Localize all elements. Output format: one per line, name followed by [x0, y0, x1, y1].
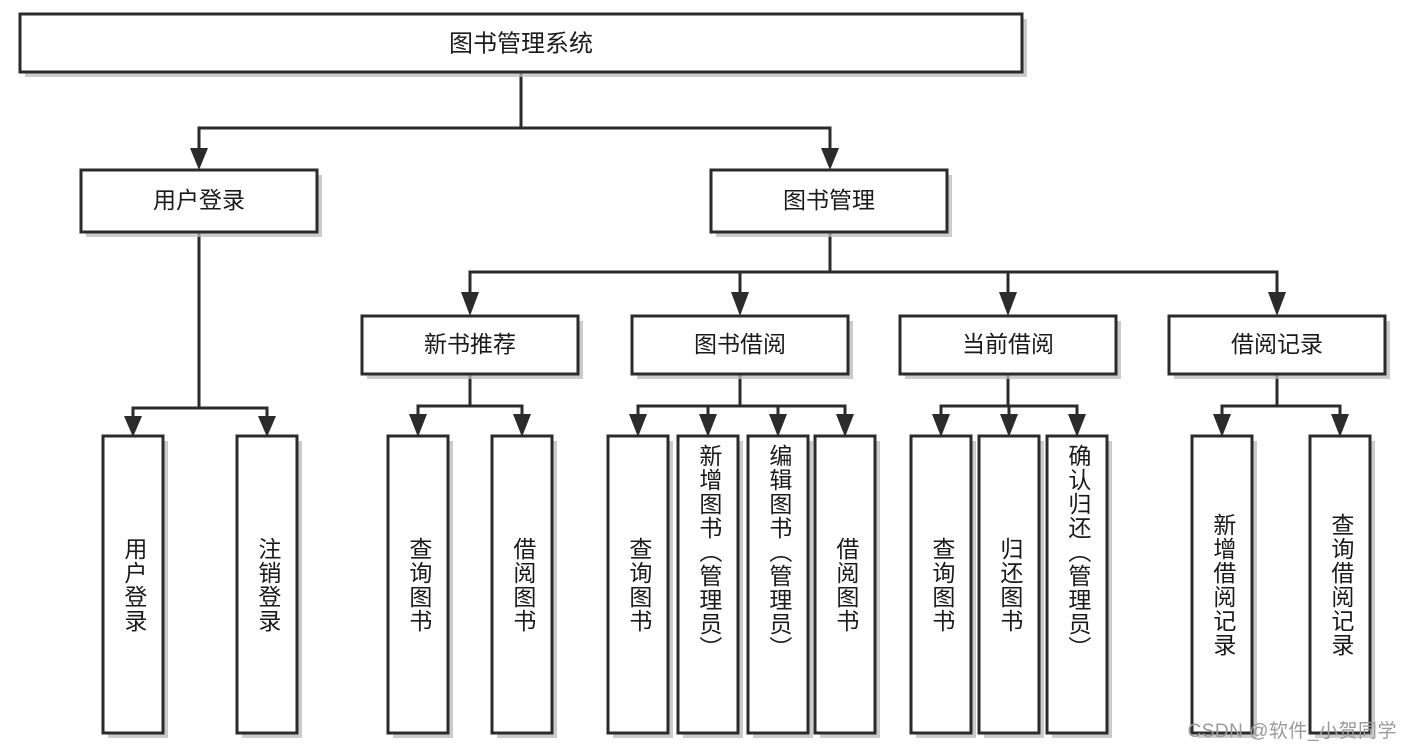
leaf-1-box[interactable] — [101, 434, 165, 735]
arrowhead-borrow — [731, 292, 749, 316]
leaf-10-box[interactable] — [977, 434, 1041, 735]
new-book-recommend-label: 新书推荐 — [424, 331, 516, 357]
new-book-recommend-box[interactable] — [360, 314, 580, 376]
arrowhead-leaf-10 — [1000, 414, 1018, 437]
arrowhead-leaf-7 — [769, 414, 787, 437]
arrowhead-newbook — [461, 292, 479, 316]
leaf-3-box[interactable] — [386, 434, 450, 735]
leaf-13-box[interactable] — [1308, 434, 1372, 735]
book-borrow-label: 图书借阅 — [694, 331, 786, 357]
node-book-borrow[interactable]: 图书借阅 — [630, 314, 853, 379]
user-login-label: 用户登录 — [153, 187, 245, 213]
leaf-11-box[interactable] — [1045, 434, 1109, 735]
leaf-9-box[interactable] — [909, 434, 973, 735]
arrowhead-leaf-13 — [1331, 414, 1349, 437]
current-borrow-box[interactable] — [898, 314, 1118, 376]
arrowhead-leaf-6 — [699, 414, 717, 437]
node-new-book-recommend[interactable]: 新书推荐 — [360, 314, 583, 379]
book-management-label: 图书管理 — [783, 187, 875, 213]
borrow-record-label: 借阅记录 — [1231, 331, 1323, 357]
root-label: 图书管理系统 — [449, 30, 593, 57]
node-root[interactable]: 图书管理系统 — [18, 12, 1027, 77]
leaf-8-box[interactable] — [813, 434, 877, 735]
leaf-4-box[interactable] — [490, 434, 554, 735]
arrowhead-leaf-8 — [836, 414, 854, 437]
node-current-borrow[interactable]: 当前借阅 — [898, 314, 1121, 379]
leaf-7-box[interactable] — [746, 434, 810, 735]
current-borrow-label: 当前借阅 — [962, 331, 1054, 357]
arrowhead-layer — [124, 148, 1349, 437]
leaf-12-box[interactable] — [1190, 434, 1254, 735]
arrowhead-leaf-11 — [1068, 414, 1086, 437]
leaf-6-box[interactable] — [676, 434, 740, 735]
leaf-2-box[interactable] — [235, 434, 299, 735]
book-borrow-box[interactable] — [630, 314, 850, 376]
leaf-box-layer — [101, 434, 1375, 738]
arrowhead-current — [999, 292, 1017, 316]
node-book-management[interactable]: 图书管理 — [709, 168, 952, 237]
book-management-box[interactable] — [709, 168, 949, 234]
arrowhead-leaf-12 — [1213, 414, 1231, 437]
leaf-5-box[interactable] — [606, 434, 670, 735]
arrowhead-leaf-9 — [932, 414, 950, 437]
node-borrow-record[interactable]: 借阅记录 — [1167, 314, 1390, 379]
borrow-record-box[interactable] — [1167, 314, 1387, 376]
arrowhead-record — [1268, 292, 1286, 316]
arrowhead-leaf-3 — [409, 414, 427, 437]
arrowhead-userlogin — [190, 148, 208, 170]
arrowhead-leaf-1 — [124, 416, 142, 437]
arrowhead-leaf-5 — [629, 414, 647, 437]
arrowhead-leaf-2 — [258, 416, 276, 437]
arrowhead-bookmgmt — [821, 148, 839, 170]
root-box[interactable] — [18, 12, 1024, 74]
arrowhead-leaf-4 — [513, 414, 531, 437]
user-login-box[interactable] — [79, 168, 319, 234]
node-user-login[interactable]: 用户登录 — [79, 168, 322, 237]
